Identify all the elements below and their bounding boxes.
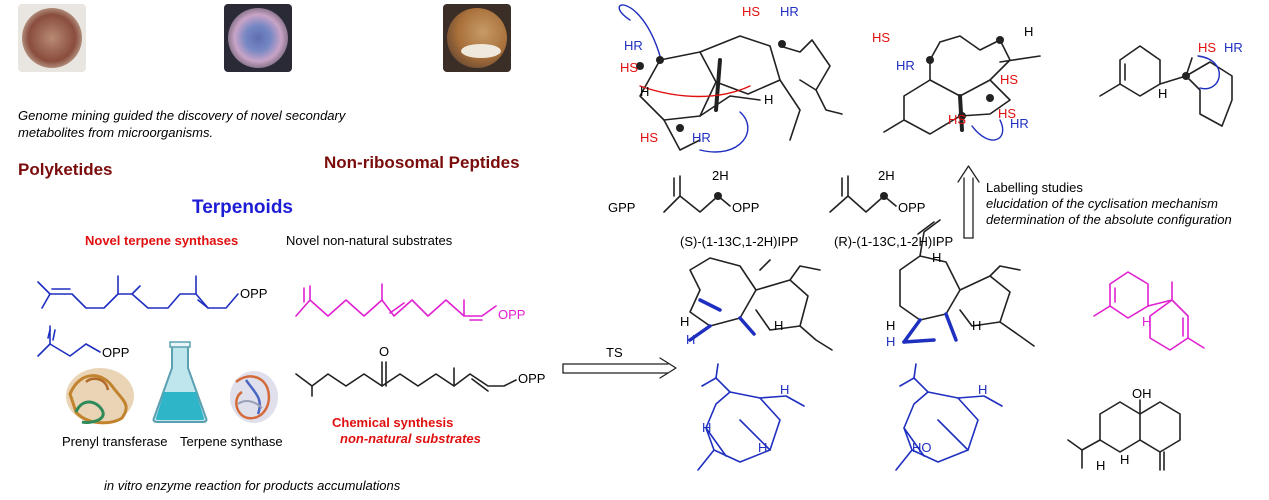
terpene-synthase-label: Terpene synthase	[180, 434, 283, 449]
oh-label: OH	[1132, 386, 1152, 401]
prenyl-transferase-label: Prenyl transferase	[62, 434, 168, 449]
non-natural-substrates-sub: non-natural substrates	[340, 431, 481, 446]
product-cage-2-bonds	[902, 312, 958, 344]
h-label-14: H	[702, 420, 712, 435]
bottom-product-2	[895, 363, 1003, 471]
h-label-10: H	[886, 334, 896, 349]
labelled-carbon-s	[714, 192, 722, 200]
h-label-16: H	[978, 382, 988, 397]
product-cage-1-bonds	[688, 298, 756, 342]
hr-label-2: HR	[624, 38, 643, 53]
ts-reaction-arrow	[562, 357, 677, 379]
s-ipp-opp-label: OPP	[732, 200, 760, 215]
hr-label-4: HR	[896, 58, 915, 73]
r-ipp-label: (R)-(1-13C,1-2H)IPP	[834, 234, 954, 249]
hr-label-3: HR	[692, 130, 711, 145]
ipp-opp-label: OPP	[102, 345, 130, 360]
h-label-4: H	[1158, 86, 1168, 101]
h-label-12: H	[1142, 314, 1152, 329]
gpp-label: GPP	[608, 200, 636, 215]
r-ipp-opp-label: OPP	[898, 200, 926, 215]
keto-substrate-structure	[295, 361, 517, 397]
prenyl-transferase-protein-image	[62, 364, 138, 428]
flask-image	[150, 340, 210, 424]
cage-1-noe-arrows	[618, 4, 749, 153]
h-label-18: H	[1120, 452, 1130, 467]
product-cage-1	[689, 257, 833, 351]
gpp-structure	[663, 175, 731, 213]
labelling-studies-title: Labelling studies	[986, 180, 1083, 195]
magenta-opp-label: OPP	[498, 307, 526, 322]
hs-label-5: HS	[1000, 72, 1019, 87]
hs-label-8: HS	[1198, 40, 1217, 55]
in-vitro-note: in vitro enzyme reaction for products ac…	[104, 478, 401, 493]
keto-o-label: O	[379, 344, 390, 359]
ts-arrow-label: TS	[606, 345, 623, 360]
culture-photo-3	[443, 4, 511, 72]
non-natural-substrates-label: Novel non-natural substrates	[286, 233, 453, 248]
h-label-17: H	[1096, 458, 1106, 473]
h-label-7: H	[774, 318, 784, 333]
r-ipp-structure	[829, 175, 897, 213]
r-ipp-h2-label: 2H	[878, 168, 895, 183]
culture-photo-2	[224, 4, 292, 72]
cage-structure-1	[639, 35, 843, 151]
h-label-5: H	[680, 314, 690, 329]
h-label-2: H	[764, 92, 774, 107]
ho-label: HO	[912, 440, 932, 455]
magenta-product	[1093, 271, 1205, 351]
h-label-8: H	[932, 250, 942, 265]
labelling-line-2: determination of the absolute configurat…	[986, 212, 1232, 227]
h-label-1: H	[640, 84, 650, 99]
hs-label-7: HS	[948, 112, 967, 127]
labelling-up-arrow	[957, 165, 980, 239]
h-label-15: H	[758, 440, 768, 455]
bottom-product-1	[697, 363, 805, 471]
hs-label-3: HS	[640, 130, 659, 145]
genome-mining-note: Genome mining guided the discovery of no…	[18, 108, 346, 140]
magenta-substrate-structure	[295, 283, 497, 321]
hs-label-4: HS	[872, 30, 891, 45]
terpenoids-heading: Terpenoids	[192, 197, 293, 218]
terpene-synthase-protein-image	[228, 368, 280, 426]
eudesmol-product	[1067, 399, 1181, 471]
h-label-9: H	[886, 318, 896, 333]
hs-label-2: HS	[620, 60, 639, 75]
nrp-heading: Non-ribosomal Peptides	[324, 153, 520, 172]
fpp-structure	[37, 275, 239, 309]
fpp-opp-label: OPP	[240, 286, 268, 301]
labelled-carbon-r	[880, 192, 888, 200]
bisabolene-structure	[1099, 45, 1233, 127]
h-label-6: H	[686, 332, 696, 347]
polyketides-heading: Polyketides	[18, 160, 113, 179]
h-label-13: H	[780, 382, 790, 397]
s-ipp-h2-label: 2H	[712, 168, 729, 183]
keto-opp-label: OPP	[518, 371, 546, 386]
s-ipp-label: (S)-(1-13C,1-2H)IPP	[680, 234, 799, 249]
novel-synthases-label: Novel terpene synthases	[85, 233, 239, 248]
labelling-line-1: elucidation of the cyclisation mechanism	[986, 196, 1218, 211]
hs-label-6: HS	[998, 106, 1017, 121]
hr-label-5: HR	[1010, 116, 1029, 131]
ipp-structure	[37, 325, 101, 357]
chemical-synthesis-label: Chemical synthesis	[332, 415, 454, 430]
h-label-3: H	[1024, 24, 1034, 39]
culture-photo-1	[18, 4, 86, 72]
h-label-11: H	[972, 318, 982, 333]
product-cage-2	[899, 219, 1035, 347]
cage-1-red-arrow	[639, 85, 751, 98]
hr-label-1: HR	[780, 4, 799, 19]
hr-label-6: HR	[1224, 40, 1243, 55]
hs-label-1: HS	[742, 4, 761, 19]
